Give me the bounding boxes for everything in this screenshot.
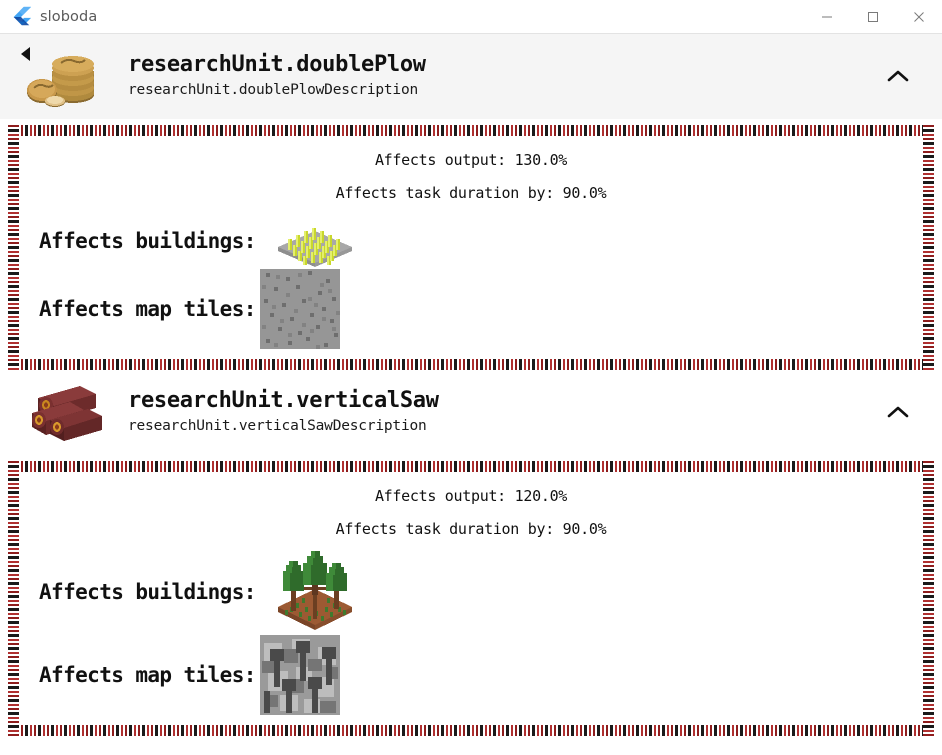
embroidery-border-bottom xyxy=(8,359,934,370)
stat-affects-output: Affects output: 120.0% xyxy=(374,487,568,505)
back-arrow-icon xyxy=(21,47,30,61)
section-description: researchUnit.verticalSawDescription xyxy=(128,418,427,435)
affects-map-tiles-label: Affects map tiles: xyxy=(39,663,256,687)
close-button[interactable] xyxy=(896,0,942,34)
section-description: researchUnit.doublePlowDescription xyxy=(128,82,419,99)
section-header-vertical-saw[interactable]: researchUnit.verticalSaw researchUnit.ve… xyxy=(0,370,942,455)
gold-coins-icon xyxy=(27,55,94,107)
forest-orchard-voxel-icon xyxy=(277,551,352,630)
section-icon-gold-coins xyxy=(22,42,106,112)
window-controls xyxy=(804,0,942,34)
window-titlebar: sloboda xyxy=(0,0,942,34)
collapse-toggle-double-plow[interactable] xyxy=(870,70,926,83)
section-icon-wood-logs xyxy=(22,378,106,448)
embroidery-border-left xyxy=(8,125,19,370)
panel-content: Affects output: 130.0% Affects task dura… xyxy=(19,136,923,359)
building-art-forest-orchard[interactable] xyxy=(272,549,358,635)
embroidery-border-left xyxy=(8,461,19,736)
tile-art-field-ground[interactable] xyxy=(259,269,340,349)
window-title: sloboda xyxy=(40,8,98,25)
embroidery-border-bottom xyxy=(8,725,934,736)
stat-affects-duration: Affects task duration by: 90.0% xyxy=(335,519,607,538)
section-title: researchUnit.doublePlow xyxy=(128,51,426,77)
forest-ground-tile-icon xyxy=(259,635,340,715)
section-panel-vertical-saw: Affects output: 120.0% Affects task dura… xyxy=(8,461,934,736)
field-ground-tile-icon xyxy=(259,269,340,349)
stat-affects-output: Affects output: 130.0% xyxy=(374,151,568,169)
back-button[interactable] xyxy=(19,46,33,62)
chevron-up-icon xyxy=(887,70,909,82)
flutter-logo-icon xyxy=(13,6,32,25)
affects-map-tiles-label: Affects map tiles: xyxy=(39,297,256,321)
section-text-vertical-saw: researchUnit.verticalSaw researchUnit.ve… xyxy=(128,388,870,438)
affects-buildings-row: Affects buildings: xyxy=(25,209,917,269)
maximize-button[interactable] xyxy=(850,0,896,34)
affects-map-tiles-row: Affects map tiles: xyxy=(25,635,917,715)
wood-logs-icon xyxy=(32,385,102,441)
research-page: researchUnit.doublePlow researchUnit.dou… xyxy=(0,34,942,755)
affects-map-tiles-row: Affects map tiles: xyxy=(25,269,917,349)
minimize-button[interactable] xyxy=(804,0,850,34)
chevron-up-icon xyxy=(887,406,909,418)
embroidery-border-right xyxy=(923,125,934,370)
building-art-wheat-field[interactable] xyxy=(272,213,358,269)
section-panel-double-plow: Affects output: 130.0% Affects task dura… xyxy=(8,125,934,370)
embroidery-border-top xyxy=(8,125,934,136)
affects-buildings-label: Affects buildings: xyxy=(39,229,256,253)
close-icon xyxy=(914,12,924,22)
section-header-double-plow[interactable]: researchUnit.doublePlow researchUnit.dou… xyxy=(0,34,942,119)
affects-buildings-label: Affects buildings: xyxy=(39,580,256,604)
maximize-icon xyxy=(868,12,878,22)
section-title: researchUnit.verticalSaw xyxy=(128,387,439,413)
minimize-icon xyxy=(822,16,832,18)
stat-affects-duration: Affects task duration by: 90.0% xyxy=(335,183,607,202)
affects-buildings-row: Affects buildings: xyxy=(25,545,917,635)
tile-art-forest-ground[interactable] xyxy=(259,635,340,715)
section-text-double-plow: researchUnit.doublePlow researchUnit.dou… xyxy=(128,52,870,102)
embroidery-border-top xyxy=(8,461,934,472)
wheat-field-voxel-icon xyxy=(277,228,352,267)
embroidery-border-right xyxy=(923,461,934,736)
panel-content: Affects output: 120.0% Affects task dura… xyxy=(19,472,923,725)
collapse-toggle-vertical-saw[interactable] xyxy=(870,406,926,419)
